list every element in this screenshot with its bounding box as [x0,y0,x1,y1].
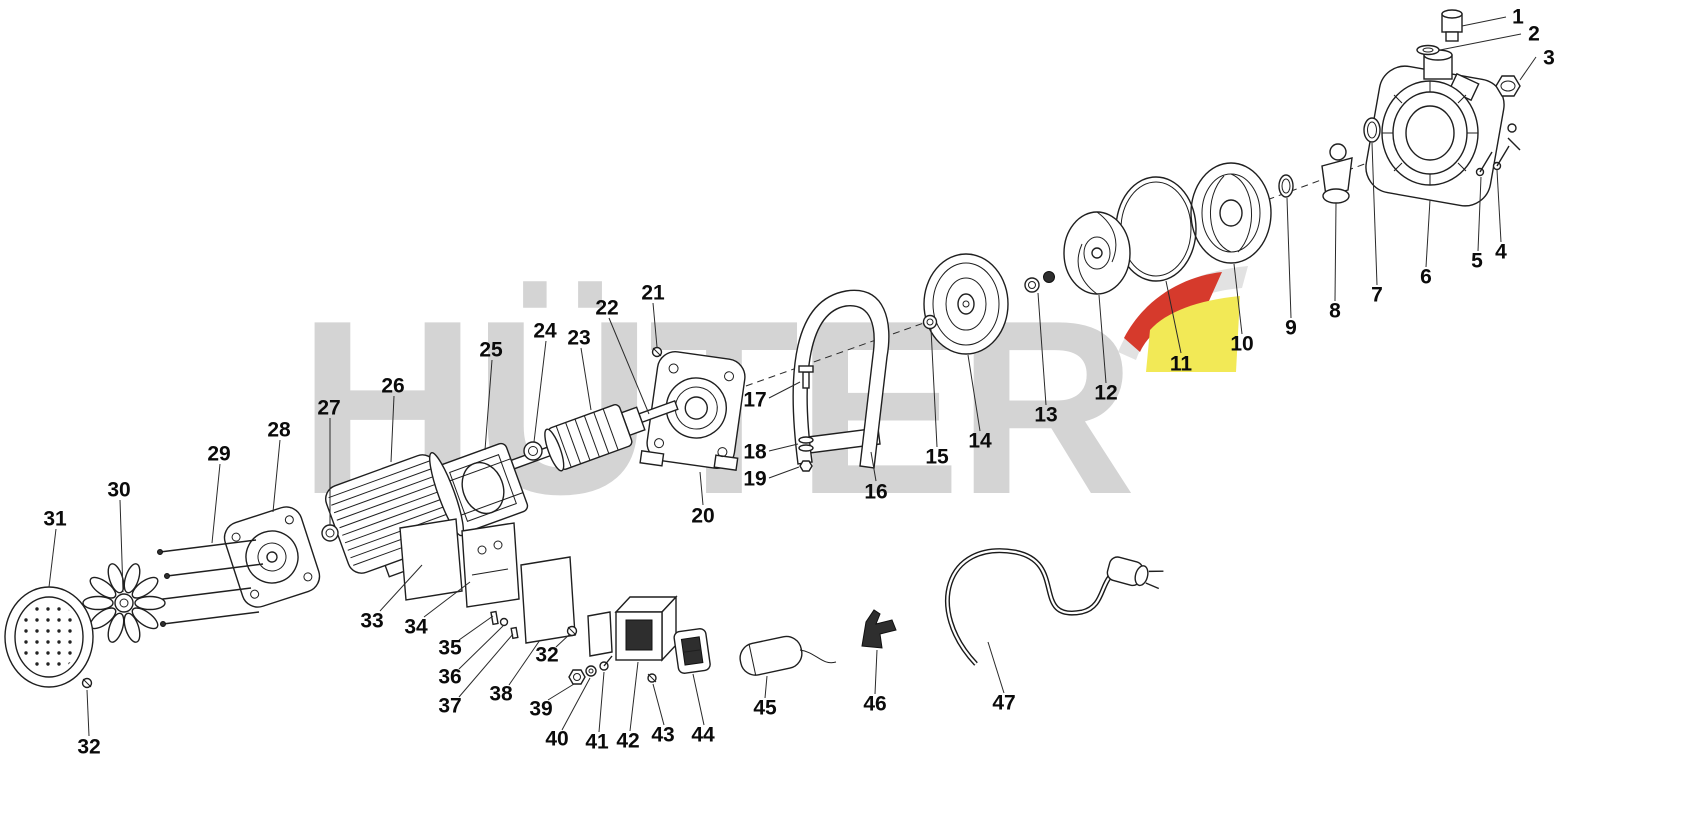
part-label-15: 15 [925,445,949,469]
part-label-36: 36 [438,665,462,689]
part-label-41: 41 [585,730,609,754]
part-label-4: 4 [1495,240,1507,264]
part-17-bolt [798,365,814,389]
part-label-35: 35 [438,636,462,660]
part-3-drain-plug [1495,75,1521,97]
part-label-39: 39 [529,697,553,721]
part-12-impeller [1063,211,1131,295]
part-label-9: 9 [1285,316,1297,340]
part-41-screw [599,655,613,671]
part-label-21: 21 [641,281,665,305]
part-35-36-37-pins [490,610,519,640]
part-label-26: 26 [381,374,405,398]
part-label-43: 43 [651,723,675,747]
swoosh-gray-band [1118,266,1248,360]
part-label-40: 40 [545,727,569,751]
part-label-16: 16 [864,480,888,504]
part-label-45: 45 [753,696,777,720]
part-label-32-38: 32 [535,643,559,667]
part-4-5-screws [1475,123,1521,177]
part-21-screw [651,346,663,358]
part-label-30: 30 [107,478,131,502]
part-label-7: 7 [1371,283,1383,307]
part-label-3: 3 [1543,46,1555,70]
part-label-25: 25 [479,338,503,362]
part-label-37: 37 [438,694,462,718]
part-label-31: 31 [43,507,67,531]
part-label-32-31: 32 [77,735,101,759]
part-19-nut [799,460,813,472]
part-label-29: 29 [207,442,231,466]
swoosh-yellow-shape [1146,296,1240,372]
part-46-cable-clamp [861,609,897,649]
part-label-38: 38 [489,682,513,706]
part-47-power-cord [945,548,1164,666]
part-42-terminal-box [587,595,678,662]
part-label-13: 13 [1034,403,1058,427]
part-label-19: 19 [743,467,767,491]
part-label-10: 10 [1230,332,1254,356]
part-label-6: 6 [1420,265,1432,289]
part-label-22: 22 [595,296,619,320]
part-6-pump-housing [1365,49,1505,207]
part-28-end-shield [223,506,321,608]
part-label-47: 47 [992,691,1016,715]
part-20-front-bracket [639,351,746,471]
part-32-screw-second [566,625,578,637]
part-label-23: 23 [567,326,591,350]
part-40-washer [585,665,597,677]
part-18-washers [798,436,814,452]
swoosh-red-shape [1124,272,1222,352]
leader-lines [48,16,1537,737]
part-label-44: 44 [691,723,715,747]
part-1-fitting [1441,9,1463,42]
part-label-33: 33 [360,609,384,633]
part-9-o-ring [1278,174,1294,198]
part-43-screw [647,673,657,683]
part-44-switch [673,628,711,674]
part-label-11: 11 [1169,352,1193,376]
part-45-capacitor [739,635,837,676]
part-label-20: 20 [691,504,715,528]
part-label-28: 28 [267,418,291,442]
part-label-27: 27 [317,396,341,420]
part-label-18: 18 [743,440,767,464]
part-label-24: 24 [533,319,557,343]
part-13-nut-washer [1024,271,1055,293]
part-30-fan [82,563,166,643]
part-25-stator [437,442,529,534]
part-2-washer [1416,44,1440,56]
part-label-8: 8 [1329,299,1341,323]
part-39-nut [568,669,586,685]
part-label-1: 1 [1512,5,1524,29]
part-10-diffuser [1190,162,1272,264]
part-24-bearing [523,441,543,461]
part-23-rotor [510,399,679,472]
part-label-5: 5 [1471,249,1483,273]
part-14-disc-stack [923,253,1009,355]
part-33-gasket [399,518,463,601]
part-label-34: 34 [404,615,428,639]
part-label-14: 14 [968,429,992,453]
part-label-17: 17 [743,388,767,412]
part-8-ejector [1321,143,1353,204]
part-32-screw-left [81,677,93,689]
part-31-fan-cover [4,586,94,688]
part-7-o-ring [1363,117,1381,143]
part-15-washer [922,314,938,330]
part-label-46: 46 [863,692,887,716]
part-label-12: 12 [1094,381,1118,405]
part-label-2: 2 [1528,22,1540,46]
part-34-terminal-board [461,522,520,608]
part-label-42: 42 [616,729,640,753]
